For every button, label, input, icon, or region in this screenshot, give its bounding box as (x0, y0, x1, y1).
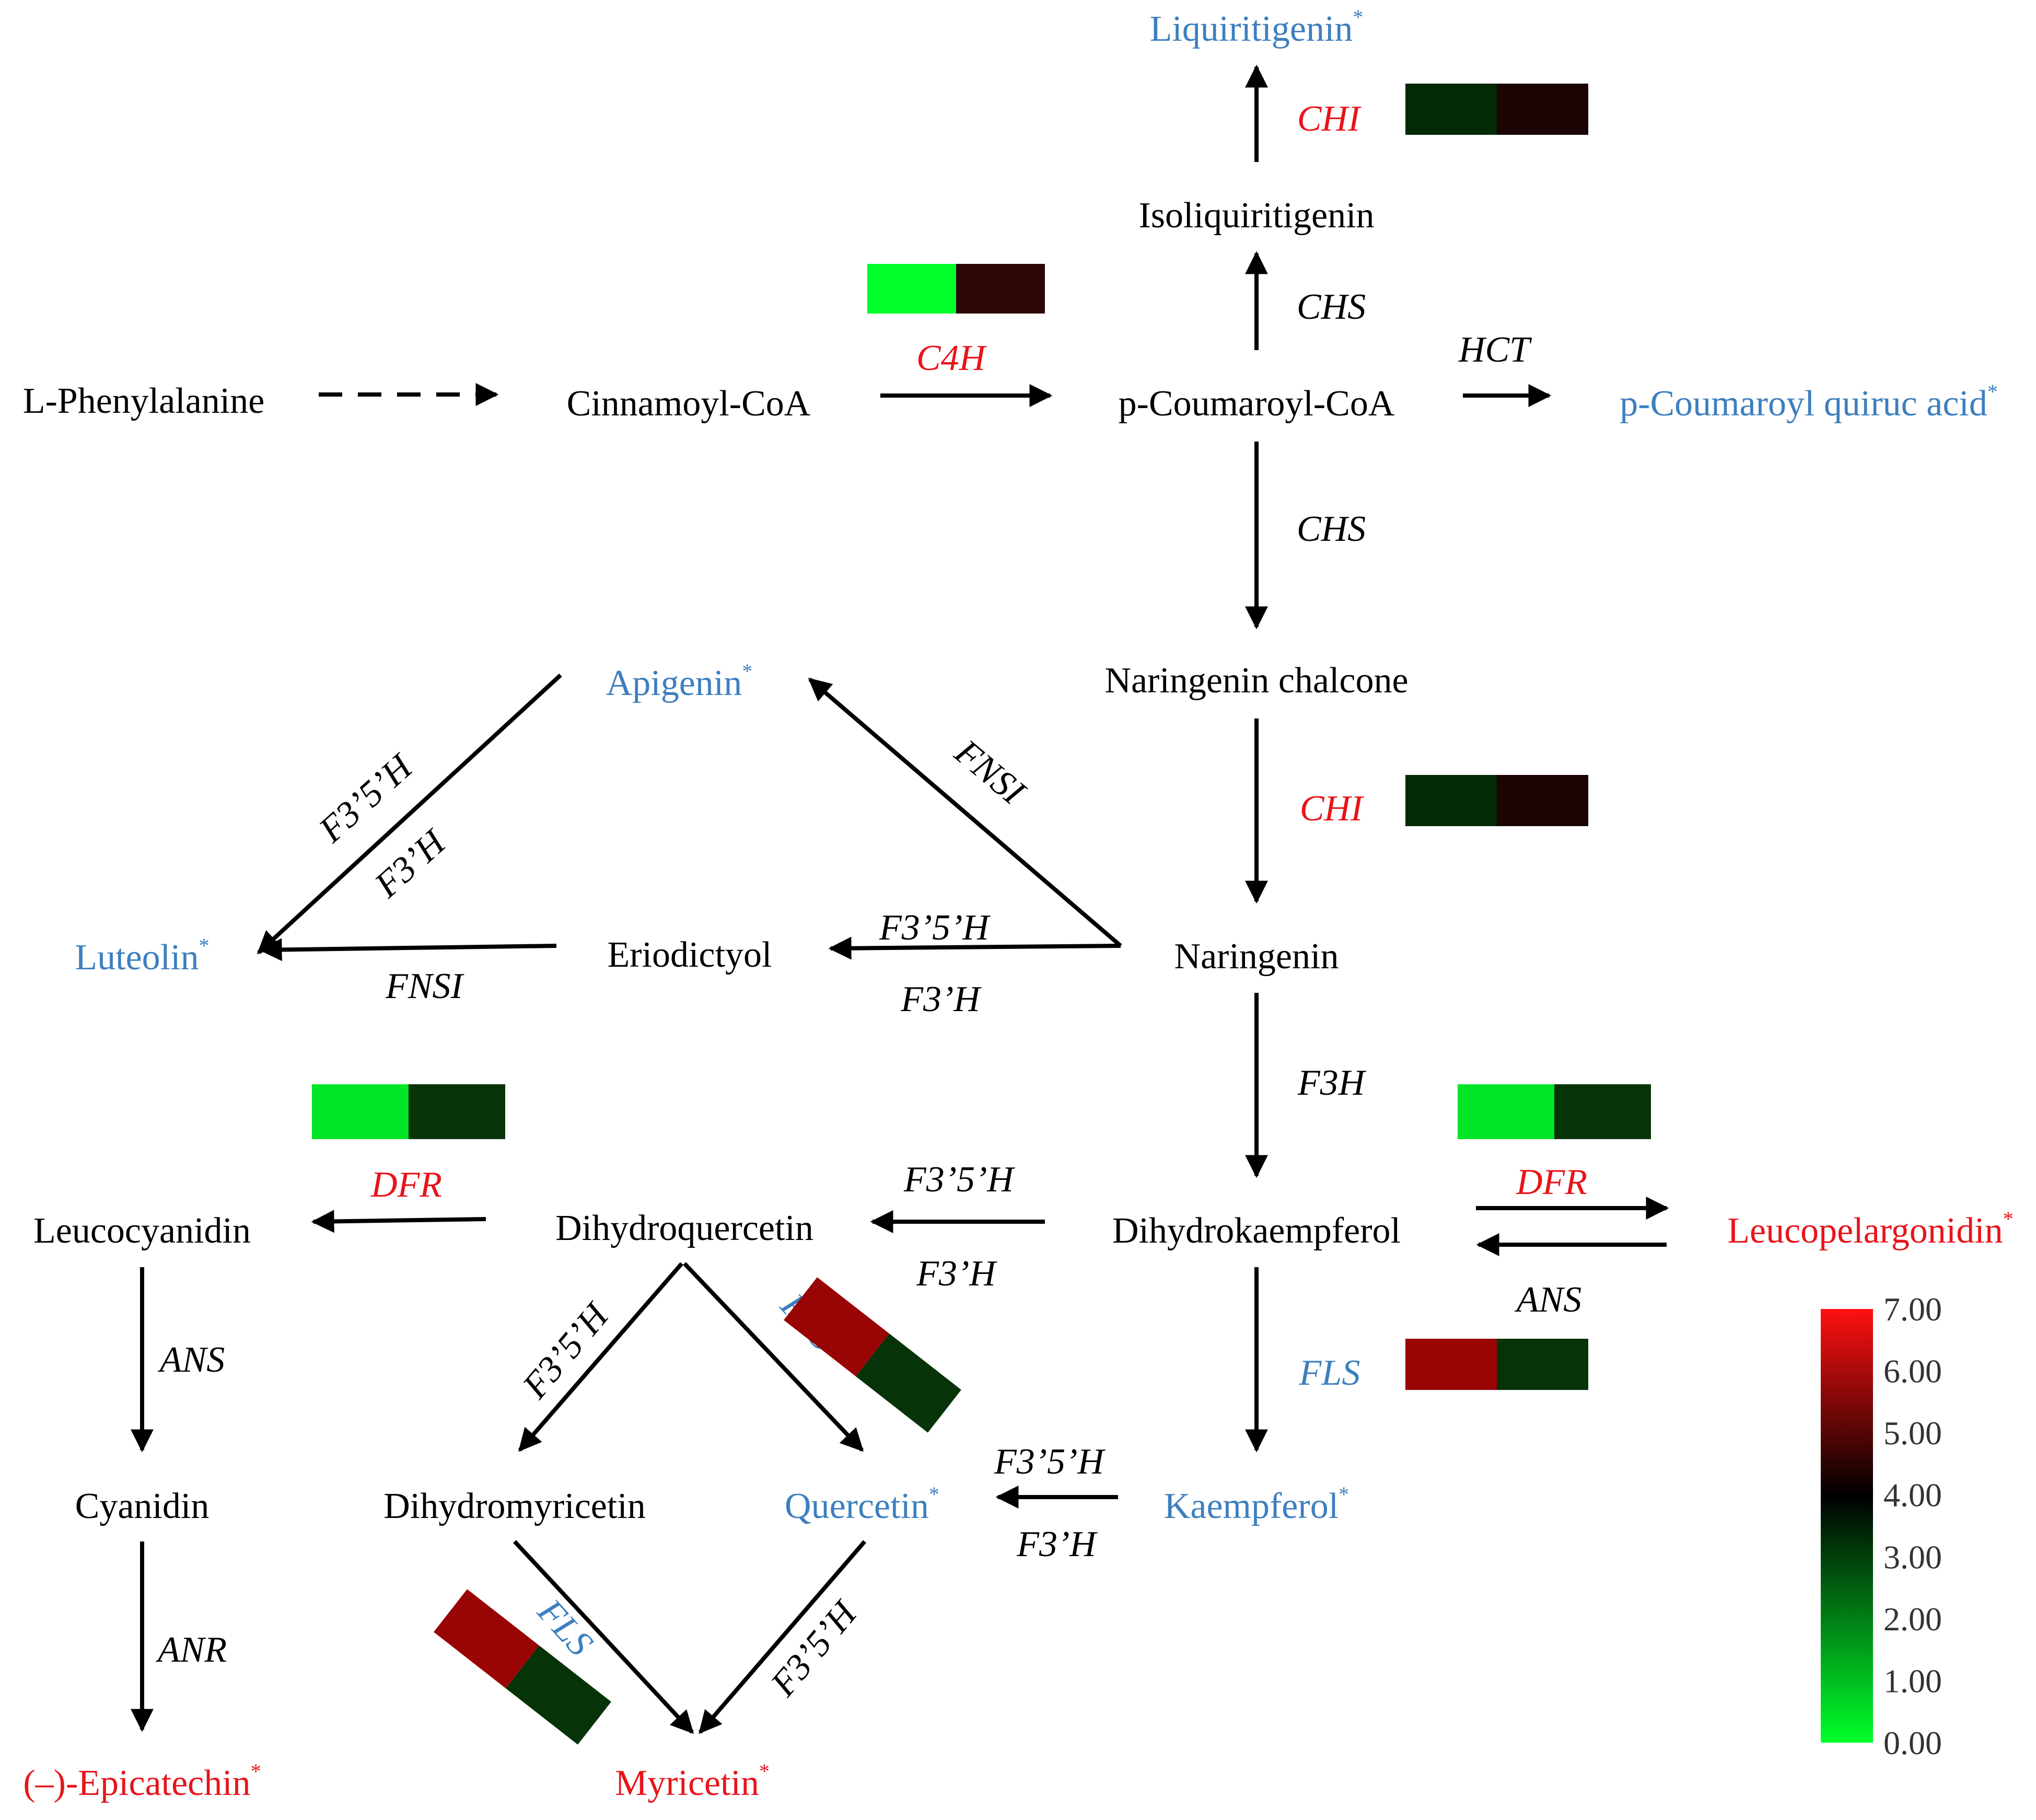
compound-naringenin: Naringenin (1174, 936, 1339, 977)
compound-dihydromyricetin: Dihydromyricetin (383, 1486, 646, 1526)
enzyme-fnsi-eriodictyol: FNSI (385, 966, 464, 1006)
arrow-dihydromyricetin-to-myricetin (513, 1540, 694, 1734)
heatmap-chi-top-cell-2 (1497, 84, 1588, 135)
color-scale-legend: 7.00 6.00 5.00 4.00 3.00 2.00 1.00 0.00 (1821, 1291, 1942, 1761)
enzyme-chi-top: CHI (1297, 99, 1362, 139)
heatmap-chi-mid (1405, 775, 1588, 826)
enzyme-f3h-prime-apigenin: F3’H (367, 821, 455, 906)
compound-apigenin: Apigenin* (606, 659, 753, 703)
heatmap-c4h (867, 264, 1045, 314)
compound-eriodictyol: Eriodictyol (608, 935, 772, 975)
compound-liquiritigenin: Liquiritigenin* (1150, 5, 1364, 49)
heatmap-dfr-left-cell-1 (312, 1084, 409, 1139)
color-scale-tick-label: 6.00 (1883, 1353, 1942, 1390)
enzyme-chs-up: CHS (1297, 287, 1366, 327)
heatmap-chi-mid-cell-1 (1405, 775, 1497, 826)
heatmap-fls-right (1405, 1339, 1588, 1390)
compound-labels: L-Phenylalanine Cinnamoyl-CoA p-Coumaroy… (23, 5, 2014, 1803)
arrow-quercetin-to-myricetin (698, 1540, 867, 1734)
compound-myricetin: Myricetin* (615, 1759, 770, 1803)
compound-cyanidin: Cyanidin (75, 1486, 210, 1526)
heatmap-fls-dihydromyricetin (434, 1589, 611, 1745)
enzyme-f35h-dihydroquercetin: F3’5’H (515, 1295, 618, 1407)
color-scale-tick-label: 5.00 (1883, 1415, 1942, 1452)
compound-dihydrokaempferol: Dihydrokaempferol (1112, 1211, 1401, 1251)
compound-p-coumaroyl-quiruc-acid: p-Coumaroyl quiruc acid* (1620, 380, 1998, 424)
enzyme-f3h: F3H (1297, 1063, 1367, 1103)
enzyme-f35h-quercetin: F3’5’H (763, 1593, 866, 1705)
enzyme-dfr-right: DFR (1516, 1162, 1587, 1202)
color-scale-tick-label: 3.00 (1883, 1538, 1942, 1575)
heatmap-dfr-left-cell-2 (409, 1084, 505, 1139)
heatmap-c4h-cell-1 (867, 264, 956, 314)
enzyme-c4h: C4H (916, 338, 987, 378)
enzyme-hct: HCT (1458, 330, 1532, 370)
heatmap-fls-dihydromyricetin-cell-2 (505, 1645, 611, 1745)
heatmap-fls-right-cell-2 (1497, 1339, 1588, 1390)
enzyme-fls-dihydrokaempferol: FLS (1299, 1353, 1360, 1393)
heatmap-chi-top-cell-1 (1405, 84, 1497, 135)
compound-dihydroquercetin: Dihydroquercetin (555, 1208, 813, 1248)
enzyme-f35h-dihydrokaempferol: F3’5’H (903, 1160, 1015, 1200)
compound-leucopelargonidin: Leucopelargonidin* (1727, 1207, 2013, 1251)
enzyme-ans-right: ANS (1515, 1280, 1581, 1320)
color-scale-tick-label: 4.00 (1883, 1477, 1942, 1514)
heatmap-c4h-cell-2 (956, 264, 1045, 314)
compound-leucocyanidin: Leucocyanidin (33, 1211, 251, 1251)
enzyme-f35h-naringenin: F3’5’H (879, 908, 991, 948)
heatmap-chi-mid-cell-2 (1497, 775, 1588, 826)
enzyme-f3h-prime-naringenin: F3’H (900, 979, 982, 1019)
compound-isoliquiritigenin: Isoliquiritigenin (1138, 195, 1374, 236)
color-scale-tick-label: 7.00 (1883, 1291, 1942, 1328)
enzyme-ans-left: ANS (158, 1340, 225, 1380)
enzyme-labels: C4H HCT CHS CHI CHS CHI F3H FNSI F3’5’H … (156, 99, 1587, 1704)
arrow-dihydroquercetin-to-leucocyanidin (311, 1210, 486, 1233)
heatmap-dfr-right (1458, 1084, 1651, 1139)
enzyme-chi-mid: CHI (1300, 789, 1365, 829)
color-scale-tick-label: 0.00 (1883, 1724, 1942, 1761)
compound-quercetin: Quercetin* (785, 1482, 939, 1526)
compound-kaempferol: Kaempferol* (1164, 1482, 1349, 1526)
arrow-dihydroquercetin-to-quercetin (683, 1262, 864, 1452)
compound-cinnamoyl-coa: Cinnamoyl-CoA (567, 384, 811, 424)
color-scale-tick-label: 1.00 (1883, 1662, 1942, 1699)
compound-naringenin-chalcone: Naringenin chalcone (1104, 660, 1408, 701)
pathway-arrows (131, 64, 1669, 1734)
enzyme-anr: ANR (156, 1630, 227, 1670)
enzyme-f35h-apigenin: F3’5’H (311, 746, 421, 851)
heatmap-dfr-left (312, 1084, 505, 1139)
heatmap-fls-dihydroquercetin-cell-2 (855, 1334, 961, 1433)
enzyme-f3h-prime-dihydrokaempferol: F3’H (916, 1254, 997, 1294)
compound-p-coumaroyl-coa: p-Coumaroyl-CoA (1119, 384, 1395, 424)
heatmap-chi-top (1405, 84, 1588, 135)
color-scale-tick-label: 2.00 (1883, 1601, 1942, 1638)
heatmap-fls-dihydromyricetin-cell-1 (434, 1589, 540, 1688)
heatmap-dfr-right-cell-1 (1458, 1084, 1554, 1139)
compound-luteolin: Luteolin* (75, 934, 209, 978)
arrow-naringenin-to-eriodictyol (828, 936, 1121, 960)
enzyme-dfr-left: DFR (370, 1165, 442, 1205)
arrow-apigenin-to-luteolin (257, 674, 562, 954)
arrow-dihydroquercetin-to-dihydromyricetin (518, 1262, 684, 1452)
heatmap-fls-dihydroquercetin (784, 1277, 961, 1433)
color-scale-ticks: 7.00 6.00 5.00 4.00 3.00 2.00 1.00 0.00 (1883, 1291, 1942, 1761)
heatmap-fls-dihydroquercetin-cell-1 (784, 1277, 890, 1376)
arrow-naringenin-to-apigenin (808, 677, 1122, 948)
color-scale-bar (1821, 1309, 1873, 1743)
compound-epicatechin: (–)-Epicatechin* (23, 1759, 261, 1803)
heatmap-dfr-right-cell-2 (1554, 1084, 1651, 1139)
enzyme-f35h-kaempferol: F3’5’H (994, 1442, 1106, 1482)
heatmap-fls-right-cell-1 (1405, 1339, 1497, 1390)
arrow-eriodictyol-to-luteolin (259, 938, 557, 961)
heatmap-boxes (312, 84, 1651, 1745)
enzyme-f3h-prime-kaempferol: F3’H (1016, 1524, 1098, 1564)
compound-l-phenylalanine: L-Phenylalanine (23, 381, 265, 421)
enzyme-chs-down: CHS (1297, 509, 1366, 549)
enzyme-fnsi-naringenin: FNSI (947, 732, 1033, 814)
